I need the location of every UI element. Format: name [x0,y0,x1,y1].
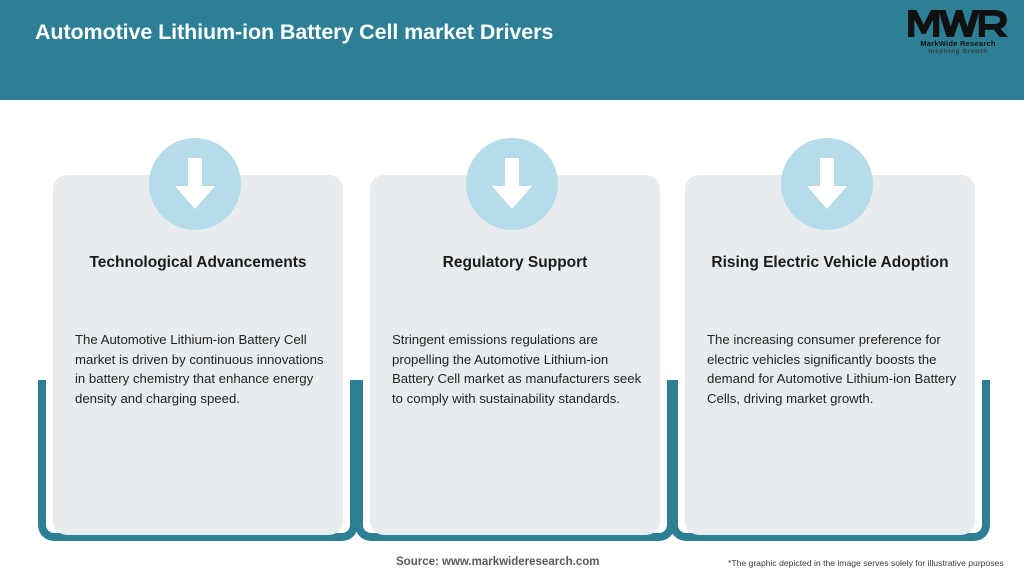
card-body: Regulatory Support Stringent emissions r… [370,175,660,535]
card-description: The increasing consumer preference for e… [707,332,957,406]
header-bar: Automotive Lithium-ion Battery Cell mark… [0,0,1024,100]
mwr-monogram-icon [908,10,1008,38]
card-body: Technological Advancements The Automotiv… [53,175,343,535]
drivers-card-area: Technological Advancements The Automotiv… [0,100,1024,541]
logo-tagline: Inspiring Growth [928,49,988,55]
card-description: The Automotive Lithium-ion Battery Cell … [75,332,324,406]
down-arrow-icon [781,138,873,230]
down-arrow-icon [149,138,241,230]
down-arrow-icon [466,138,558,230]
source-label: Source: www.markwideresearch.com [396,556,600,568]
driver-card-2[interactable]: Regulatory Support Stringent emissions r… [355,100,675,541]
page-title: Automotive Lithium-ion Battery Cell mark… [35,20,554,44]
card-accent-frame [38,380,358,541]
logo-company-name: MarkWide Research [920,39,996,48]
card-heading: Technological Advancements [89,254,307,271]
card-heading: Regulatory Support [442,254,588,271]
card-description: Stringent emissions regulations are prop… [392,332,642,406]
card-accent-frame [670,380,990,541]
driver-card-1[interactable]: Technological Advancements The Automotiv… [38,100,358,541]
driver-card-3[interactable]: Rising Electric Vehicle Adoption The inc… [670,100,990,541]
card-body: Rising Electric Vehicle Adoption The inc… [685,175,975,535]
brand-logo: MarkWide Research Inspiring Growth [906,6,1010,62]
disclaimer-label: *The graphic depicted in the image serve… [728,558,1004,568]
card-heading: Rising Electric Vehicle Adoption [711,254,949,271]
